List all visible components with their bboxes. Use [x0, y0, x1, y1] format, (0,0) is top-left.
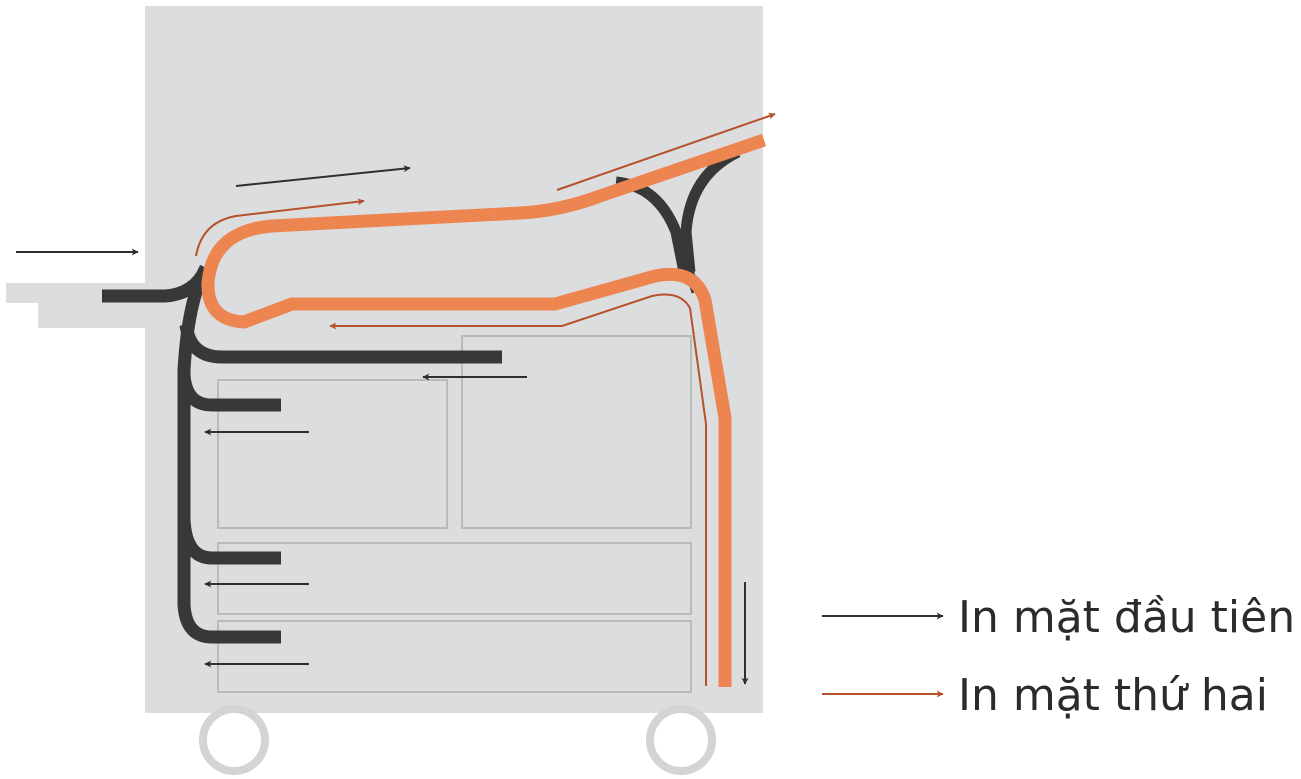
tray-feed-path-3	[177, 519, 281, 565]
wheel-left	[199, 705, 269, 775]
guide-line-top	[195, 198, 365, 257]
guide-line-return	[329, 293, 707, 686]
printer-machine	[6, 6, 763, 775]
second-side-paper-path	[201, 133, 767, 687]
wheel-right	[646, 705, 716, 775]
tray-feed-path-2	[177, 374, 281, 412]
guide-line-exit	[556, 112, 776, 191]
paper-tray-large	[461, 335, 692, 529]
bypass-tray-lower	[38, 300, 150, 328]
paper-tray-4	[217, 620, 692, 693]
first-side-direction-arrows	[16, 165, 749, 685]
duplex-main-path	[201, 133, 767, 687]
paper-tray-3	[217, 542, 692, 615]
legend: In mặt đầu tiên In mặt thứ hai	[822, 592, 1295, 721]
legend-second-side-label: In mặt thứ hai	[958, 670, 1268, 721]
legend-first-side-label: In mặt đầu tiên	[958, 592, 1295, 643]
second-side-guides	[195, 112, 776, 686]
vertical-feed-spine	[177, 264, 213, 644]
arrow-top-right	[235, 165, 411, 187]
paper-tray-1	[217, 379, 448, 529]
first-side-paper-path	[102, 147, 741, 644]
tray-feed-path-1	[179, 323, 502, 364]
